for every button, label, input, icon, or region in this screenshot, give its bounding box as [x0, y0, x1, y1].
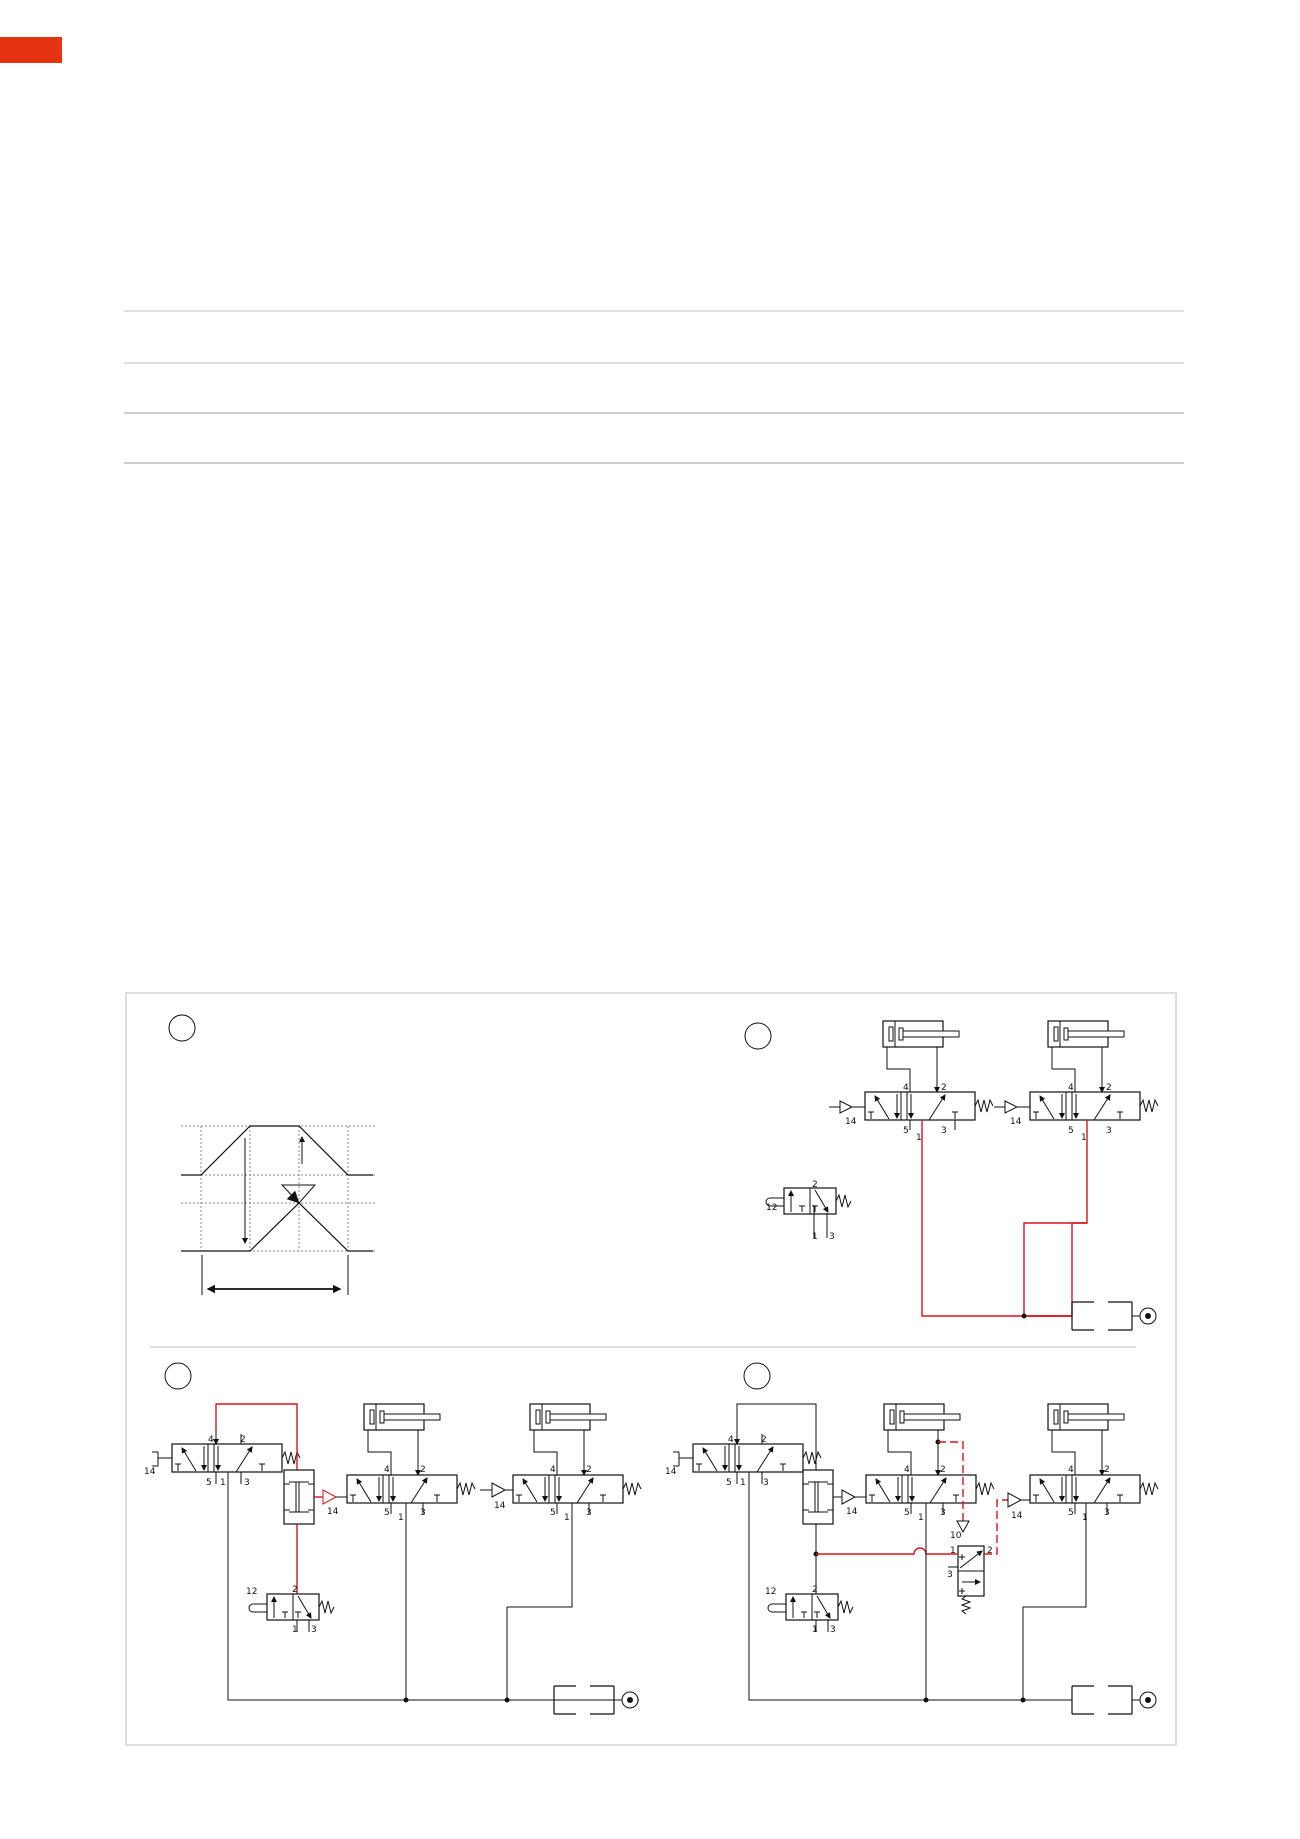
svg-text:2: 2: [940, 1465, 946, 1475]
svg-text:1: 1: [220, 1478, 226, 1488]
svg-text:2: 2: [420, 1465, 426, 1475]
svg-text:1: 1: [918, 1513, 924, 1523]
svg-text:12: 12: [246, 1587, 257, 1597]
svg-text:1: 1: [564, 1513, 570, 1523]
svg-text:14: 14: [494, 1501, 506, 1511]
figure-frame: [125, 992, 1177, 1746]
port-label: 3: [941, 1126, 947, 1136]
port-label: 3: [829, 1232, 835, 1242]
svg-text:3: 3: [1106, 1126, 1112, 1136]
svg-text:2: 2: [1106, 1083, 1112, 1093]
svg-text:1: 1: [950, 1546, 956, 1556]
quadrant-label-circle: [743, 1362, 771, 1390]
section-tab: [0, 37, 62, 63]
svg-text:3: 3: [311, 1625, 317, 1635]
quadrant-label-circle: [164, 1362, 192, 1390]
svg-text:5: 5: [726, 1478, 732, 1488]
port-label: 12: [766, 1203, 777, 1213]
svg-text:3: 3: [830, 1625, 836, 1635]
svg-text:14: 14: [144, 1467, 156, 1477]
svg-text:14: 14: [665, 1467, 677, 1477]
svg-text:3: 3: [244, 1478, 250, 1488]
quadrant-a: [168, 1014, 375, 1295]
svg-text:2: 2: [987, 1546, 993, 1556]
table-rule: [124, 412, 1184, 414]
svg-text:5: 5: [1068, 1126, 1074, 1136]
table-rule: [124, 462, 1184, 464]
svg-text:14: 14: [1010, 1117, 1022, 1127]
svg-text:14: 14: [846, 1507, 858, 1517]
svg-text:2: 2: [1104, 1465, 1110, 1475]
svg-text:2: 2: [586, 1465, 592, 1475]
port-label: 14: [845, 1117, 857, 1127]
svg-text:5: 5: [1068, 1508, 1074, 1518]
svg-text:14: 14: [1011, 1511, 1023, 1521]
svg-text:1: 1: [740, 1478, 746, 1488]
svg-text:1: 1: [292, 1625, 298, 1635]
svg-text:5: 5: [550, 1508, 556, 1518]
port-label: 10: [950, 1531, 962, 1541]
svg-text:2: 2: [240, 1435, 246, 1445]
port-label: 1: [916, 1133, 922, 1143]
port-label: 2: [812, 1180, 818, 1190]
table-rule: [124, 362, 1184, 364]
svg-text:1: 1: [1082, 1513, 1088, 1523]
svg-text:4: 4: [728, 1435, 734, 1445]
svg-text:14: 14: [327, 1507, 339, 1517]
svg-text:2: 2: [761, 1435, 767, 1445]
quadrant-label-circle: [168, 1014, 196, 1042]
port-label: 1: [812, 1232, 818, 1242]
port-label: 2: [941, 1083, 947, 1093]
svg-text:1: 1: [398, 1513, 404, 1523]
svg-text:1: 1: [1081, 1133, 1087, 1143]
svg-text:1: 1: [812, 1625, 818, 1635]
svg-text:5: 5: [904, 1508, 910, 1518]
svg-text:12: 12: [765, 1587, 776, 1597]
svg-text:2: 2: [812, 1585, 818, 1595]
svg-text:3: 3: [947, 1570, 953, 1580]
svg-text:4: 4: [550, 1465, 556, 1475]
svg-text:4: 4: [1068, 1083, 1074, 1093]
svg-text:4: 4: [1068, 1465, 1074, 1475]
svg-text:5: 5: [384, 1508, 390, 1518]
svg-text:3: 3: [763, 1478, 769, 1488]
svg-text:4: 4: [384, 1465, 390, 1475]
svg-text:4: 4: [904, 1465, 910, 1475]
svg-text:5: 5: [206, 1478, 212, 1488]
svg-text:4: 4: [208, 1435, 214, 1445]
quadrant-label-circle: [744, 1022, 772, 1050]
svg-text:2: 2: [292, 1585, 298, 1595]
table-rule: [124, 310, 1184, 312]
port-label: 4: [903, 1083, 909, 1093]
port-label: 5: [903, 1126, 909, 1136]
